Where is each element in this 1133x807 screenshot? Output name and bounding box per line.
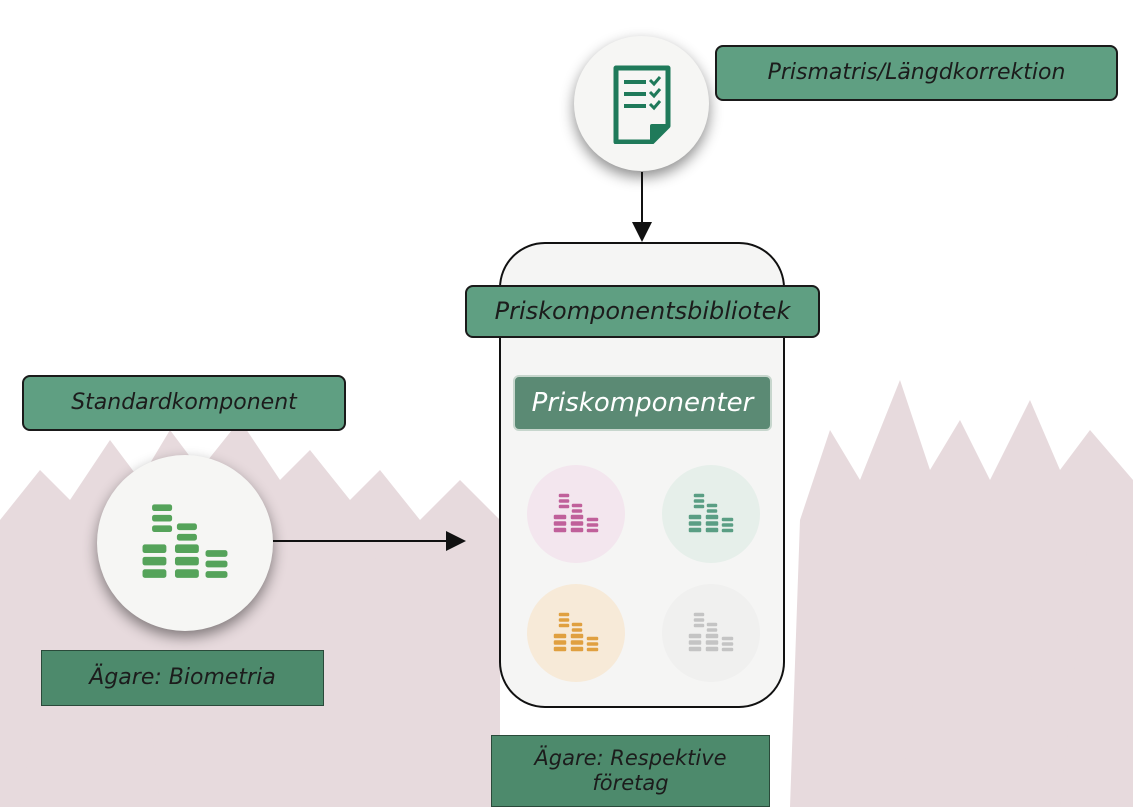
prismatris-label: Prismatris/Längdkorrektion [715,45,1118,101]
standard-component-label: Standardkomponent [22,375,346,431]
owner-biometria-label: Ägare: Biometria [41,650,324,706]
owner-respective-label: Ägare: Respektive företag [491,735,770,807]
component-teal [662,465,760,563]
standard-component-circle [97,455,273,631]
library-label: Priskomponentsbibliotek [465,285,820,338]
components-label: Priskomponenter [513,375,772,431]
document-checklist-icon [613,65,670,144]
component-orange [527,584,625,682]
coins-gray-icon [687,611,735,653]
component-pink [527,465,625,563]
coins-orange-icon [552,611,600,653]
coins-pink-icon [552,492,600,534]
component-gray [662,584,760,682]
coins-teal-icon [687,492,735,534]
document-circle [574,36,709,171]
coin-stack-icon [139,501,231,581]
